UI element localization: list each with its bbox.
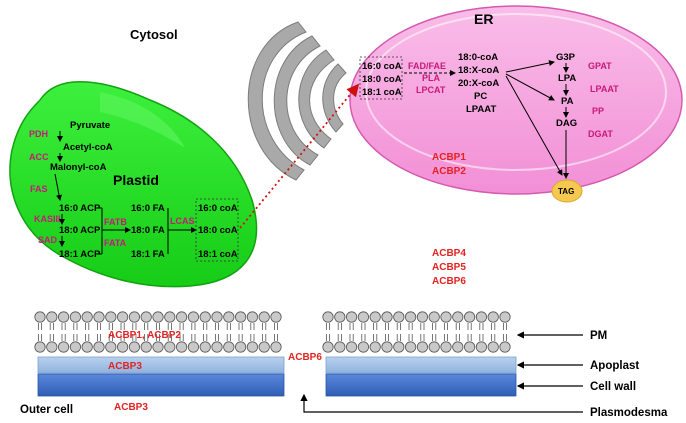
lpa-label: LPA xyxy=(558,73,576,84)
pp-enzyme: PP xyxy=(592,106,604,116)
gpat-enzyme: GPAT xyxy=(588,61,612,71)
kasiii-enzyme: KASIII xyxy=(34,214,61,224)
product-18-x-coa: 18:X-coA xyxy=(458,65,499,76)
pm-label: PM xyxy=(590,330,607,342)
pyruvate-label: Pyruvate xyxy=(70,120,110,131)
dag-label: DAG xyxy=(556,118,577,129)
cytosol-acbp4: ACBP4 xyxy=(432,248,466,259)
cell-wall-left xyxy=(37,373,285,397)
apoplast-right xyxy=(325,356,517,374)
cell-wall-label: Cell wall xyxy=(590,381,636,393)
outer-acbp: ACBP3 xyxy=(114,402,148,413)
pdh-enzyme: PDH xyxy=(29,129,48,139)
pla-enzyme: PLA xyxy=(422,73,441,83)
er-label: ER xyxy=(474,11,493,27)
er-coa-18-0: 18:0 coA xyxy=(362,74,402,85)
acc-enzyme: ACC xyxy=(29,152,49,162)
acp-18-0: 18:0 ACP xyxy=(59,225,101,236)
pa-label: PA xyxy=(561,96,574,107)
plastid-coa-18-0: 18:0 coA xyxy=(198,225,238,236)
plasmodesma-acbp: ACBP6 xyxy=(288,352,322,363)
plasmodesma-label: Plasmodesma xyxy=(590,407,668,419)
tag-droplet xyxy=(551,179,583,203)
er-coa-16-0: 16:0 coA xyxy=(362,61,402,72)
acp-18-1: 18:1 ACP xyxy=(59,249,101,260)
product-20-x-coa: 20:X-coA xyxy=(458,78,499,89)
acetyl-coa-label: Acetyl-coA xyxy=(63,142,113,153)
lpcat-enzyme: LPCAT xyxy=(416,85,446,95)
er-acbp1: ACBP1 xyxy=(432,152,466,163)
fad-fae-enzyme: FAD/FAE xyxy=(408,61,446,71)
apoplast-left xyxy=(37,356,285,374)
plastid-organelle xyxy=(9,81,258,288)
fata-enzyme: FATA xyxy=(104,238,127,248)
pm-acbps: ACBP1, ACBP2 xyxy=(108,330,181,341)
cell-wall-right xyxy=(325,373,517,397)
er-coa-box xyxy=(359,56,403,100)
export-arrow xyxy=(239,83,360,229)
er-organelle xyxy=(349,5,683,195)
sad-enzyme: SAD xyxy=(38,235,58,245)
fa-18-1: 18:1 FA xyxy=(131,249,165,260)
tag-label: TAG xyxy=(558,187,574,196)
product-pc: PC xyxy=(474,91,487,102)
apoplast-acbp: ACBP3 xyxy=(108,361,142,372)
plastid-coa-16-0: 16:0 coA xyxy=(198,203,238,214)
lcas-enzyme: LCAS xyxy=(170,216,195,226)
dgat-enzyme: DGAT xyxy=(588,129,613,139)
cytosol-label: Cytosol xyxy=(130,27,178,42)
acp-16-0: 16:0 ACP xyxy=(59,203,101,214)
product-lpaat: LPAAT xyxy=(466,104,496,115)
er-coa-18-1: 18:1 coA xyxy=(362,87,402,98)
outer-cell-label: Outer cell xyxy=(20,404,73,416)
golgi-stacks xyxy=(247,21,347,181)
product-18-0-coa: 18:0-coA xyxy=(458,52,498,63)
lpaat-enzyme: LPAAT xyxy=(590,84,619,94)
malonyl-coa-label: Malonyl-coA xyxy=(50,162,107,173)
er-acbp2: ACBP2 xyxy=(432,166,466,177)
fa-16-0: 16:0 FA xyxy=(131,203,165,214)
cytosol-acbp5: ACBP5 xyxy=(432,262,466,273)
cytosol-acbp6: ACBP6 xyxy=(432,276,466,287)
fas-enzyme: FAS xyxy=(30,184,48,194)
plastid-coa-box xyxy=(195,198,239,262)
fa-18-0: 18:0 FA xyxy=(131,225,165,236)
plasma-membrane-bilayer xyxy=(34,311,511,353)
plastid-coa-18-1: 18:1 coA xyxy=(198,249,238,260)
fatb-enzyme: FATB xyxy=(104,217,127,227)
plastid-label: Plastid xyxy=(113,172,159,188)
g3p-label: G3P xyxy=(556,52,576,63)
apoplast-label: Apoplast xyxy=(590,360,639,372)
